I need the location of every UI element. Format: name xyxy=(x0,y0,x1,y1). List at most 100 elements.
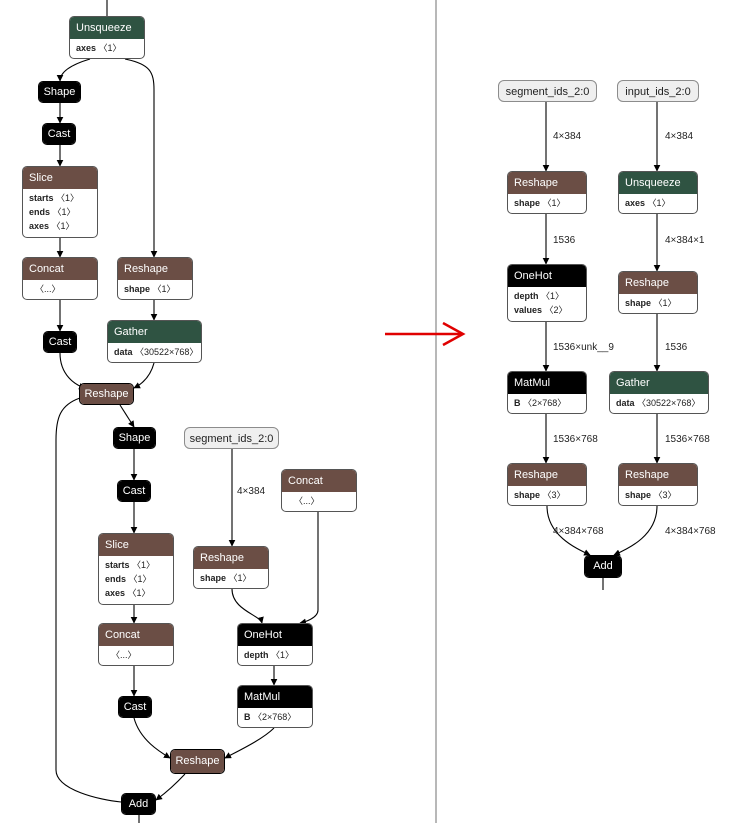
op-node-cast[interactable]: Cast xyxy=(43,331,77,353)
edge-connector xyxy=(133,362,155,389)
node-op-label: Reshape xyxy=(619,464,697,486)
attribute-name: data xyxy=(114,347,133,357)
edge-connector xyxy=(224,727,275,759)
node-op-label: Reshape xyxy=(508,464,586,486)
op-node-reshape[interactable]: Reshape shape 〈3〉 xyxy=(507,463,587,506)
node-op-label: Shape xyxy=(39,82,80,102)
node-attribute-row: axes 〈1〉 xyxy=(76,41,138,55)
node-op-label: Slice xyxy=(99,534,173,556)
node-attributes: data 〈30522×768〉 xyxy=(108,343,201,362)
edge-connector xyxy=(56,58,91,82)
node-attributes: 〈...〉 xyxy=(99,646,173,665)
node-attribute-row: axes 〈1〉 xyxy=(29,219,91,233)
op-node-shape[interactable]: Shape xyxy=(38,81,81,103)
node-op-label: MatMul xyxy=(238,686,312,708)
node-op-label: Cast xyxy=(119,697,151,717)
node-op-label: Unsqueeze xyxy=(70,17,144,39)
attribute-name: ends xyxy=(105,574,127,584)
attribute-name: depth xyxy=(244,650,269,660)
node-attribute-row: starts 〈1〉 xyxy=(105,558,167,572)
op-node-add[interactable]: Add xyxy=(121,793,156,815)
node-op-label: Concat xyxy=(99,624,173,646)
node-attributes: 〈...〉 xyxy=(282,492,356,511)
edge-connector xyxy=(55,397,122,803)
attribute-value: 〈30522×768〉 xyxy=(135,347,199,357)
op-node-cast[interactable]: Cast xyxy=(42,123,76,145)
node-op-label: OneHot xyxy=(238,624,312,646)
input-node-segment-ids-2-0[interactable]: segment_ids_2:0 xyxy=(498,80,597,102)
op-node-shape[interactable]: Shape xyxy=(113,427,156,449)
node-op-label: Concat xyxy=(23,258,97,280)
attribute-name: axes xyxy=(625,198,646,208)
op-node-unsqueeze[interactable]: Unsqueeze axes 〈1〉 xyxy=(69,16,145,59)
node-op-label: OneHot xyxy=(508,265,586,287)
node-attribute-row: values 〈2〉 xyxy=(514,303,580,317)
node-attributes: shape 〈1〉 xyxy=(194,569,268,588)
attribute-value: 〈1〉 xyxy=(132,560,156,570)
attribute-name: axes xyxy=(29,221,50,231)
node-attributes: depth 〈1〉 xyxy=(238,646,312,665)
node-op-label: Reshape xyxy=(619,272,697,294)
edge-shape-label: 4×384 xyxy=(237,486,266,497)
op-node-concat[interactable]: Concat〈...〉 xyxy=(22,257,98,300)
node-op-label: Unsqueeze xyxy=(619,172,697,194)
attribute-value: 〈1〉 xyxy=(653,298,677,308)
node-attributes: B 〈2×768〉 xyxy=(508,394,586,413)
op-node-onehot[interactable]: OneHot depth 〈1〉 xyxy=(237,623,313,666)
node-op-label: Shape xyxy=(114,428,155,448)
node-attributes: B 〈2×768〉 xyxy=(238,708,312,727)
attribute-name: shape xyxy=(514,198,541,208)
attribute-value: 〈30522×768〉 xyxy=(637,398,701,408)
node-attributes: shape 〈3〉 xyxy=(619,486,697,505)
node-op-label: Reshape xyxy=(171,750,224,773)
node-attribute-row: depth 〈1〉 xyxy=(244,648,306,662)
node-attribute-row: 〈...〉 xyxy=(288,494,350,508)
op-node-concat[interactable]: Concat 〈...〉 xyxy=(98,623,174,666)
attribute-value: 〈1〉 xyxy=(127,588,151,598)
attribute-name: depth xyxy=(514,291,539,301)
attribute-value: 〈...〉 xyxy=(111,650,137,660)
attribute-name: B xyxy=(244,712,251,722)
attribute-name: shape xyxy=(200,573,227,583)
node-op-label: Cast xyxy=(118,481,150,501)
attribute-value: 〈...〉 xyxy=(294,496,320,506)
input-node-segment-ids-2-0[interactable]: segment_ids_2:0 xyxy=(184,427,279,449)
node-attributes: shape 〈3〉 xyxy=(508,486,586,505)
node-op-label: segment_ids_2:0 xyxy=(505,86,590,98)
op-node-cast[interactable]: Cast xyxy=(117,480,151,502)
attribute-value: 〈1〉 xyxy=(271,650,295,660)
node-op-label: Cast xyxy=(44,332,76,352)
edge-shape-label: 1536×768 xyxy=(553,434,598,445)
node-attribute-row: shape 〈3〉 xyxy=(514,488,580,502)
edge-connector xyxy=(124,58,158,258)
op-node-reshape[interactable]: Reshape xyxy=(79,383,134,405)
node-op-label: Reshape xyxy=(508,172,586,194)
op-node-add[interactable]: Add xyxy=(584,555,622,578)
node-op-label: Reshape xyxy=(118,258,192,280)
op-node-cast[interactable]: Cast xyxy=(118,696,152,718)
input-node-input-ids-2-0[interactable]: input_ids_2:0 xyxy=(617,80,699,102)
op-node-reshape[interactable]: Reshape xyxy=(170,749,225,774)
attribute-value: 〈2×768〉 xyxy=(523,398,567,408)
op-node-concat[interactable]: Concat〈...〉 xyxy=(281,469,357,512)
transform-arrow-icon xyxy=(385,322,466,347)
attribute-value: 〈3〉 xyxy=(653,490,677,500)
op-node-reshape[interactable]: Reshape shape 〈1〉 xyxy=(507,171,587,214)
attribute-value: 〈1〉 xyxy=(542,198,566,208)
node-op-label: Gather xyxy=(610,372,708,394)
edge-connector xyxy=(546,505,591,556)
node-op-label: Reshape xyxy=(80,384,133,404)
